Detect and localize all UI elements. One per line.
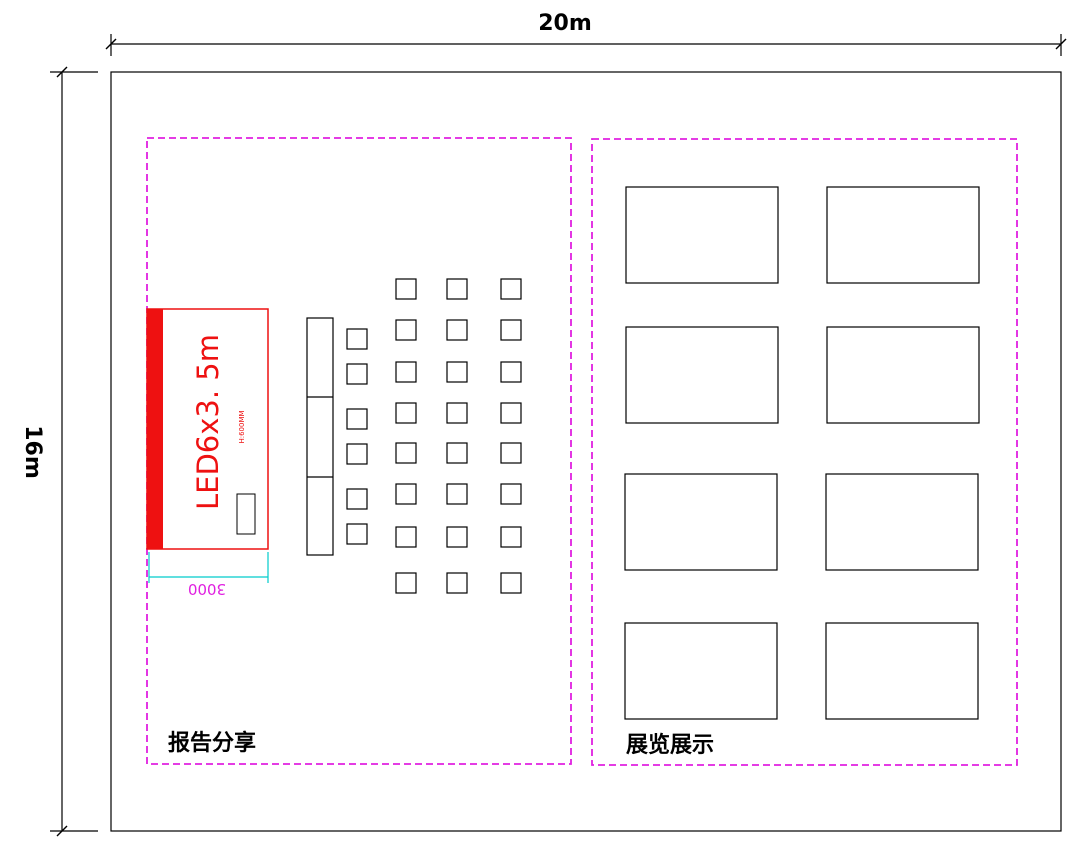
chair <box>395 278 417 300</box>
chair <box>395 572 417 594</box>
chair <box>500 319 522 341</box>
chair <box>346 328 368 350</box>
exhibit-booth <box>825 622 979 720</box>
chair <box>395 361 417 383</box>
led-screen-panel <box>147 309 163 549</box>
audience-chairs <box>395 278 522 594</box>
chair <box>346 408 368 430</box>
chair <box>446 526 468 548</box>
height-dimension: 16m <box>20 66 98 837</box>
exhibit-booth <box>625 326 779 424</box>
led-width-label: 3000 <box>188 580 226 598</box>
led-height-note: H:600MM <box>238 410 246 443</box>
chair <box>395 526 417 548</box>
chair <box>500 361 522 383</box>
chair <box>346 443 368 465</box>
chair <box>395 483 417 505</box>
chair <box>500 526 522 548</box>
width-dimension-label: 20m <box>538 11 592 36</box>
hall-boundary <box>110 71 1062 832</box>
speaker-chairs <box>346 328 368 545</box>
exhibit-booth <box>625 186 779 284</box>
height-dimension-label: 16m <box>20 425 45 479</box>
chair <box>395 442 417 464</box>
speaker-table <box>306 317 334 556</box>
exhibit-booth <box>826 326 980 424</box>
chair <box>395 402 417 424</box>
chair <box>500 483 522 505</box>
led-width-dimension: 3000 <box>148 552 269 598</box>
chair <box>346 523 368 545</box>
chair <box>446 319 468 341</box>
table-outline <box>306 317 334 556</box>
chair <box>446 483 468 505</box>
led-screen: LED6x3. 5m H:600MM <box>146 308 269 550</box>
exhibit-booth <box>825 473 979 571</box>
chair <box>500 572 522 594</box>
exhibit-booth <box>624 622 778 720</box>
chair <box>446 402 468 424</box>
chair <box>500 402 522 424</box>
chair <box>446 442 468 464</box>
exhibit-zone-label: 展览展示 <box>626 732 714 758</box>
exhibit-zone-border <box>591 138 1018 766</box>
exhibit-booth <box>826 186 980 284</box>
led-screen-title: LED6x3. 5m <box>191 334 225 510</box>
report-zone-label: 报告分享 <box>168 730 256 756</box>
chair <box>395 319 417 341</box>
chair <box>500 442 522 464</box>
exhibit-booth <box>624 473 778 571</box>
chair <box>446 278 468 300</box>
exhibit-zone: 展览展示 <box>591 138 1018 766</box>
led-control-box <box>236 493 256 535</box>
chair <box>500 278 522 300</box>
chair <box>446 361 468 383</box>
report-zone: 报告分享 LED6x3. 5m H:600MM 3000 <box>146 137 572 765</box>
width-dimension: 20m <box>105 11 1067 56</box>
chair <box>346 488 368 510</box>
chair <box>446 572 468 594</box>
chair <box>346 363 368 385</box>
